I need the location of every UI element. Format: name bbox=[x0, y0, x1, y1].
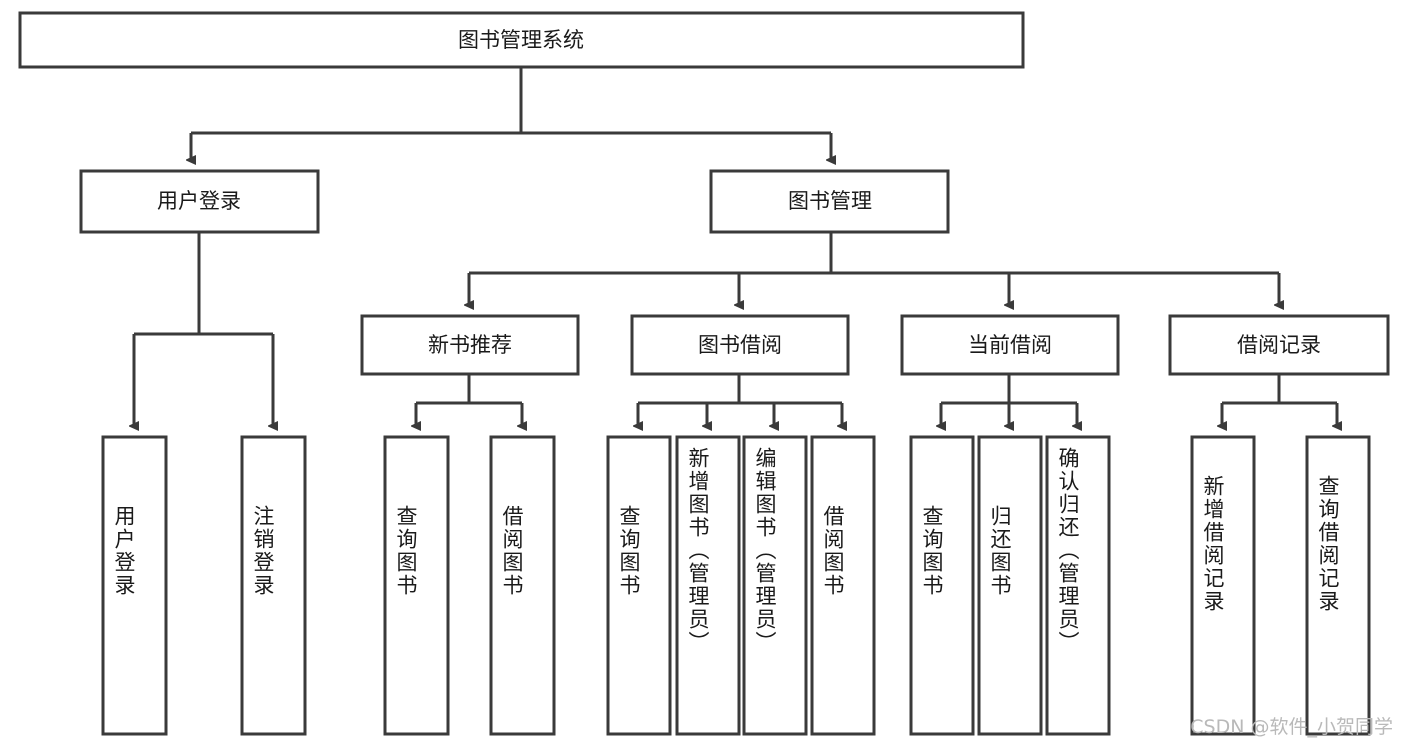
connector-book-manage-to-level3 bbox=[469, 232, 1279, 305]
connector-current-borrow-to-leaves bbox=[941, 374, 1077, 426]
leaf-box-book-borrow-1[interactable] bbox=[675, 435, 741, 736]
leaf-box-user-login-0[interactable] bbox=[101, 435, 168, 736]
leaf-box-borrow-record-0[interactable] bbox=[1190, 435, 1256, 736]
leaf-box-current-borrow-2[interactable] bbox=[1045, 435, 1111, 736]
leaf-box-book-borrow-3[interactable] bbox=[810, 435, 876, 736]
node-root-system-label: 图书管理系统 bbox=[458, 28, 584, 52]
node-book-borrow[interactable]: 图书借阅 bbox=[630, 314, 850, 376]
node-book-manage[interactable]: 图书管理 bbox=[709, 169, 950, 234]
node-borrow-record[interactable]: 借阅记录 bbox=[1168, 314, 1390, 376]
connector-borrow-record-to-leaves bbox=[1222, 374, 1337, 426]
node-root-system[interactable]: 图书管理系统 bbox=[18, 11, 1025, 69]
leaf-box-current-borrow-1[interactable] bbox=[977, 435, 1043, 736]
node-current-borrow[interactable]: 当前借阅 bbox=[900, 314, 1120, 376]
node-new-book-recommend[interactable]: 新书推荐 bbox=[360, 314, 580, 376]
connector-new-book-to-leaves bbox=[416, 374, 522, 426]
node-borrow-record-label: 借阅记录 bbox=[1237, 333, 1321, 357]
node-new-book-recommend-label: 新书推荐 bbox=[428, 333, 512, 357]
node-current-borrow-label: 当前借阅 bbox=[968, 333, 1052, 357]
leaf-box-borrow-record-1[interactable] bbox=[1305, 435, 1371, 736]
connector-user-login-to-leaves bbox=[134, 232, 273, 426]
leaf-box-user-login-1[interactable] bbox=[240, 435, 307, 736]
node-book-manage-label: 图书管理 bbox=[788, 189, 872, 213]
leaf-box-new-book-0[interactable] bbox=[383, 435, 450, 736]
leaf-box-current-borrow-0[interactable] bbox=[909, 435, 975, 736]
node-user-login[interactable]: 用户登录 bbox=[79, 169, 320, 234]
leaf-box-book-borrow-0[interactable] bbox=[606, 435, 672, 736]
connector-book-borrow-to-leaves bbox=[638, 374, 842, 426]
leaf-box-new-book-1[interactable] bbox=[489, 435, 556, 736]
connector-root-to-level2 bbox=[191, 67, 831, 160]
node-user-login-label: 用户登录 bbox=[157, 189, 241, 213]
node-book-borrow-label: 图书借阅 bbox=[698, 333, 782, 357]
leaf-box-book-borrow-2[interactable] bbox=[742, 435, 808, 736]
